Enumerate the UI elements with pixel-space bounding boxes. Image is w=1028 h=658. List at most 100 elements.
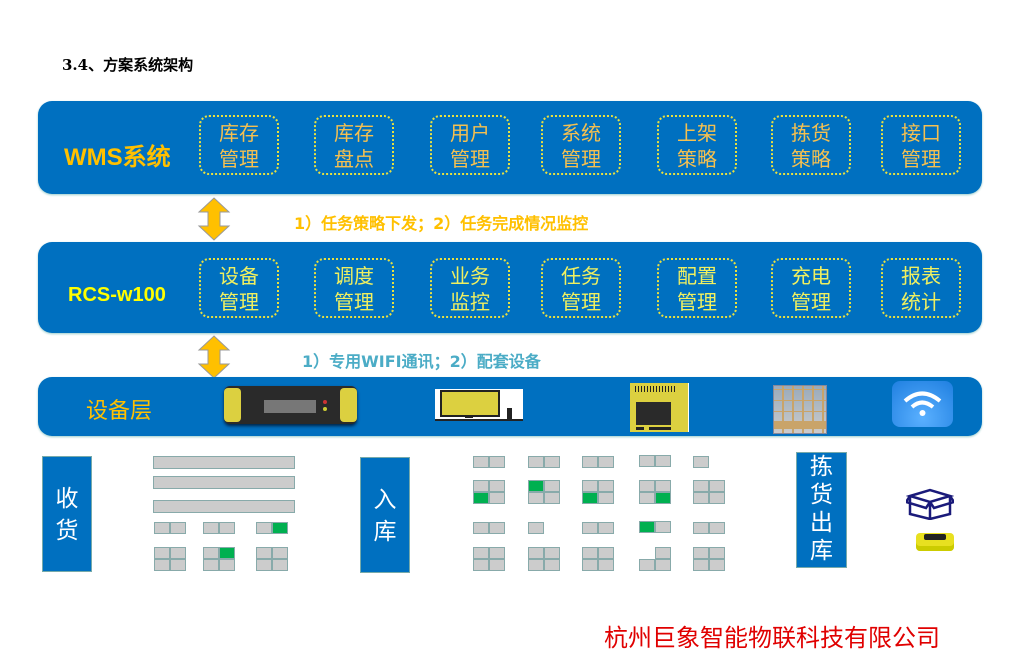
rcs-label: RCS-w100: [68, 284, 166, 306]
storage-slot: [598, 547, 614, 559]
module-label-line: 策略: [791, 147, 831, 171]
conveyor-lane: [153, 500, 295, 513]
storage-slot: [582, 456, 598, 468]
conveyor-lane: [153, 476, 295, 489]
module-label-line: 报表: [901, 264, 941, 288]
storage-slot: [219, 559, 235, 571]
storage-slot: [598, 522, 614, 534]
storage-slot: [528, 522, 544, 534]
module-label-line: 系统: [561, 121, 601, 145]
storage-slot: [693, 559, 709, 571]
module-label-line: 管理: [334, 290, 374, 314]
storage-slot: [693, 547, 709, 559]
double-arrow-icon: [197, 335, 231, 379]
agv-controller-icon: [224, 386, 357, 424]
module-label-line: 统计: [901, 290, 941, 314]
occupied-storage-slot: [655, 492, 671, 504]
device-label: 设备层: [86, 398, 153, 423]
module-label-line: 接口: [901, 121, 941, 145]
storage-slot: [598, 456, 614, 468]
storage-slot: [203, 522, 219, 534]
module-label-line: 策略: [677, 147, 717, 171]
occupied-storage-slot: [639, 521, 655, 533]
storage-slot: [544, 492, 560, 504]
module-label-line: 配置: [677, 264, 717, 288]
storage-slot: [473, 480, 489, 492]
storage-slot: [655, 480, 671, 492]
occupied-storage-slot: [528, 480, 544, 492]
module-label-line: 管理: [561, 290, 601, 314]
storage-slot: [203, 559, 219, 571]
storage-slot: [473, 547, 489, 559]
module-label-line: 管理: [219, 290, 259, 314]
company-name: 杭州巨象智能物联科技有限公司: [604, 624, 940, 652]
storage-slot: [639, 455, 655, 467]
storage-slot: [489, 456, 505, 468]
storage-slot: [528, 559, 544, 571]
wms-module: 库存盘点: [314, 115, 394, 175]
storage-slot: [598, 480, 614, 492]
module-label-line: 管理: [791, 290, 831, 314]
wms-module: 用户管理: [430, 115, 510, 175]
storage-slot: [489, 547, 505, 559]
rcs-module: 任务管理: [541, 258, 621, 318]
module-label-line: 盘点: [334, 147, 374, 171]
module-label-line: 充电: [791, 264, 831, 288]
storage-slot: [709, 522, 725, 534]
storage-slot: [639, 480, 655, 492]
putaway-label: 入库: [373, 487, 397, 545]
link-note-wms-rcs: 1）任务策略下发；2）任务完成情况监控: [294, 214, 589, 233]
storage-slot: [709, 480, 725, 492]
storage-slot: [256, 522, 272, 534]
storage-slot: [582, 547, 598, 559]
agv-robot-icon: [916, 533, 954, 551]
rcs-module: 充电管理: [771, 258, 851, 318]
storage-slot: [544, 456, 560, 468]
storage-slot: [489, 480, 505, 492]
wms-module: 接口管理: [881, 115, 961, 175]
occupied-storage-slot: [272, 522, 288, 534]
module-label-line: 库存: [334, 121, 374, 145]
occupied-storage-slot: [473, 492, 489, 504]
storage-slot: [582, 559, 598, 571]
module-label-line: 调度: [334, 264, 374, 288]
wms-module: 库存管理: [199, 115, 279, 175]
section-title: 3.4、方案系统架构: [62, 56, 194, 74]
storage-slot: [489, 492, 505, 504]
storage-slot: [709, 492, 725, 504]
link-note-rcs-device: 1）专用WIFI通讯；2）配套设备: [302, 352, 541, 371]
rcs-module: 业务监控: [430, 258, 510, 318]
storage-slot: [203, 547, 219, 559]
module-label-line: 管理: [450, 147, 490, 171]
module-label-line: 用户: [450, 121, 490, 145]
storage-slot: [693, 456, 709, 468]
wms-module: 上架策略: [657, 115, 737, 175]
storage-slot: [544, 559, 560, 571]
storage-slot: [272, 559, 288, 571]
storage-slot: [655, 559, 671, 571]
module-label-line: 管理: [677, 290, 717, 314]
storage-slot: [598, 559, 614, 571]
storage-slot: [154, 559, 170, 571]
module-label-line: 管理: [901, 147, 941, 171]
storage-slot: [582, 522, 598, 534]
monitor-icon: [435, 389, 523, 421]
storage-slot: [170, 559, 186, 571]
storage-slot: [256, 559, 272, 571]
wifi-icon: [892, 381, 953, 427]
storage-slot: [272, 547, 288, 559]
rcs-module: 报表统计: [881, 258, 961, 318]
module-label-line: 业务: [450, 264, 490, 288]
storage-slot: [473, 456, 489, 468]
storage-slot: [655, 547, 671, 559]
putaway-stage: 入库: [360, 457, 410, 573]
wms-module: 系统管理: [541, 115, 621, 175]
storage-slot: [693, 492, 709, 504]
storage-slot: [256, 547, 272, 559]
package-box-icon: [906, 488, 954, 520]
storage-slot: [170, 522, 186, 534]
module-label-line: 监控: [450, 290, 490, 314]
storage-slot: [709, 559, 725, 571]
module-label-line: 管理: [219, 147, 259, 171]
